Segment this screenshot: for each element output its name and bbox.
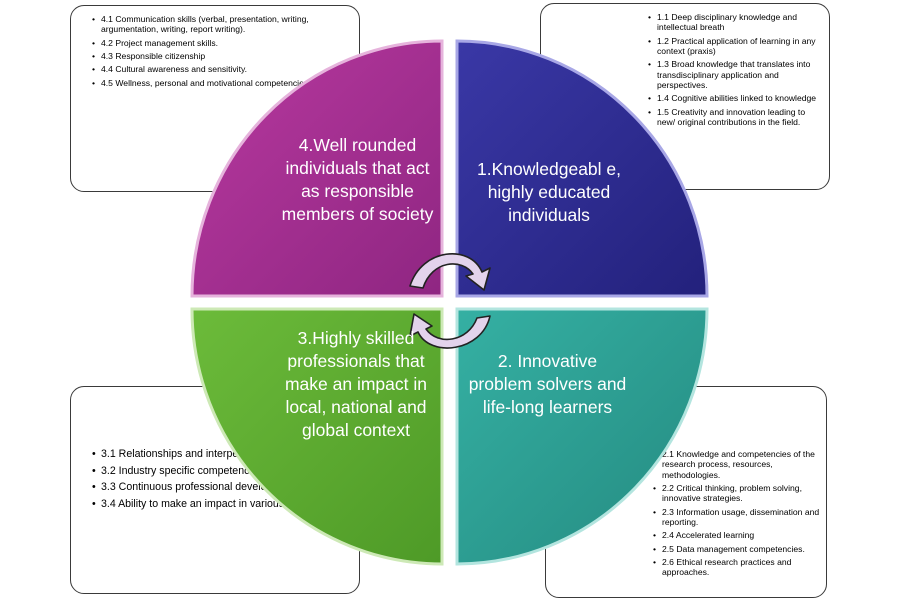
- quadrant-1-title: 1.Knowledgeabl e, highly educated indivi…: [477, 159, 621, 225]
- quadrant-3: [190, 307, 444, 566]
- competencies-list-1: 1.1 Deep disciplinary knowledge and inte…: [645, 12, 823, 127]
- list-item: 1.2 Practical application of learning in…: [648, 36, 823, 57]
- competencies-list-2: 2.1 Knowledge and competencies of the re…: [650, 449, 820, 577]
- list-item: 2.5 Data management competencies.: [653, 544, 820, 555]
- list-item: 2.6 Ethical research practices and appro…: [653, 557, 820, 578]
- list-item: 4.4 Cultural awareness and sensitivity.: [92, 64, 351, 75]
- list-item: 1.4 Cognitive abilities linked to knowle…: [648, 93, 823, 104]
- list-item: 3.4 Ability to make an impact in various…: [92, 498, 351, 511]
- quadrant-4-title: 4.Well rounded individuals that act as r…: [281, 135, 434, 224]
- list-item: 2.3 Information usage, dissemination and…: [653, 507, 820, 528]
- cycle-arrow-top: [409, 253, 491, 291]
- quadrant-1: [455, 39, 709, 298]
- list-item: 2.4 Accelerated learning: [653, 530, 820, 541]
- circular-arrows-icon: [409, 253, 491, 349]
- list-item: 1.3 Broad knowledge that translates into…: [648, 59, 823, 90]
- quadrant-4: [190, 39, 444, 298]
- list-item: 4.1 Communication skills (verbal, presen…: [92, 14, 351, 35]
- list-item: 1.5 Creativity and innovation leading to…: [648, 107, 823, 128]
- list-item: 4.5 Wellness, personal and motivational …: [92, 78, 351, 89]
- quadrant-2-title: 2. Innovative problem solvers and life-l…: [468, 351, 627, 417]
- list-item: 4.3 Responsible citizenship: [92, 51, 351, 62]
- competencies-list-4: 4.1 Communication skills (verbal, presen…: [89, 14, 351, 88]
- cycle-arrow-bottom: [409, 313, 491, 349]
- list-item: 2.2 Critical thinking, problem solving, …: [653, 483, 820, 504]
- list-item: 3.3 Continuous professional development: [92, 481, 351, 494]
- list-item: 4.2 Project management skills.: [92, 38, 351, 49]
- quadrant-2: [455, 307, 709, 566]
- list-item: 1.1 Deep disciplinary knowledge and inte…: [648, 12, 823, 33]
- quadrant-3-title: 3.Highly skilled professionals that make…: [284, 328, 427, 440]
